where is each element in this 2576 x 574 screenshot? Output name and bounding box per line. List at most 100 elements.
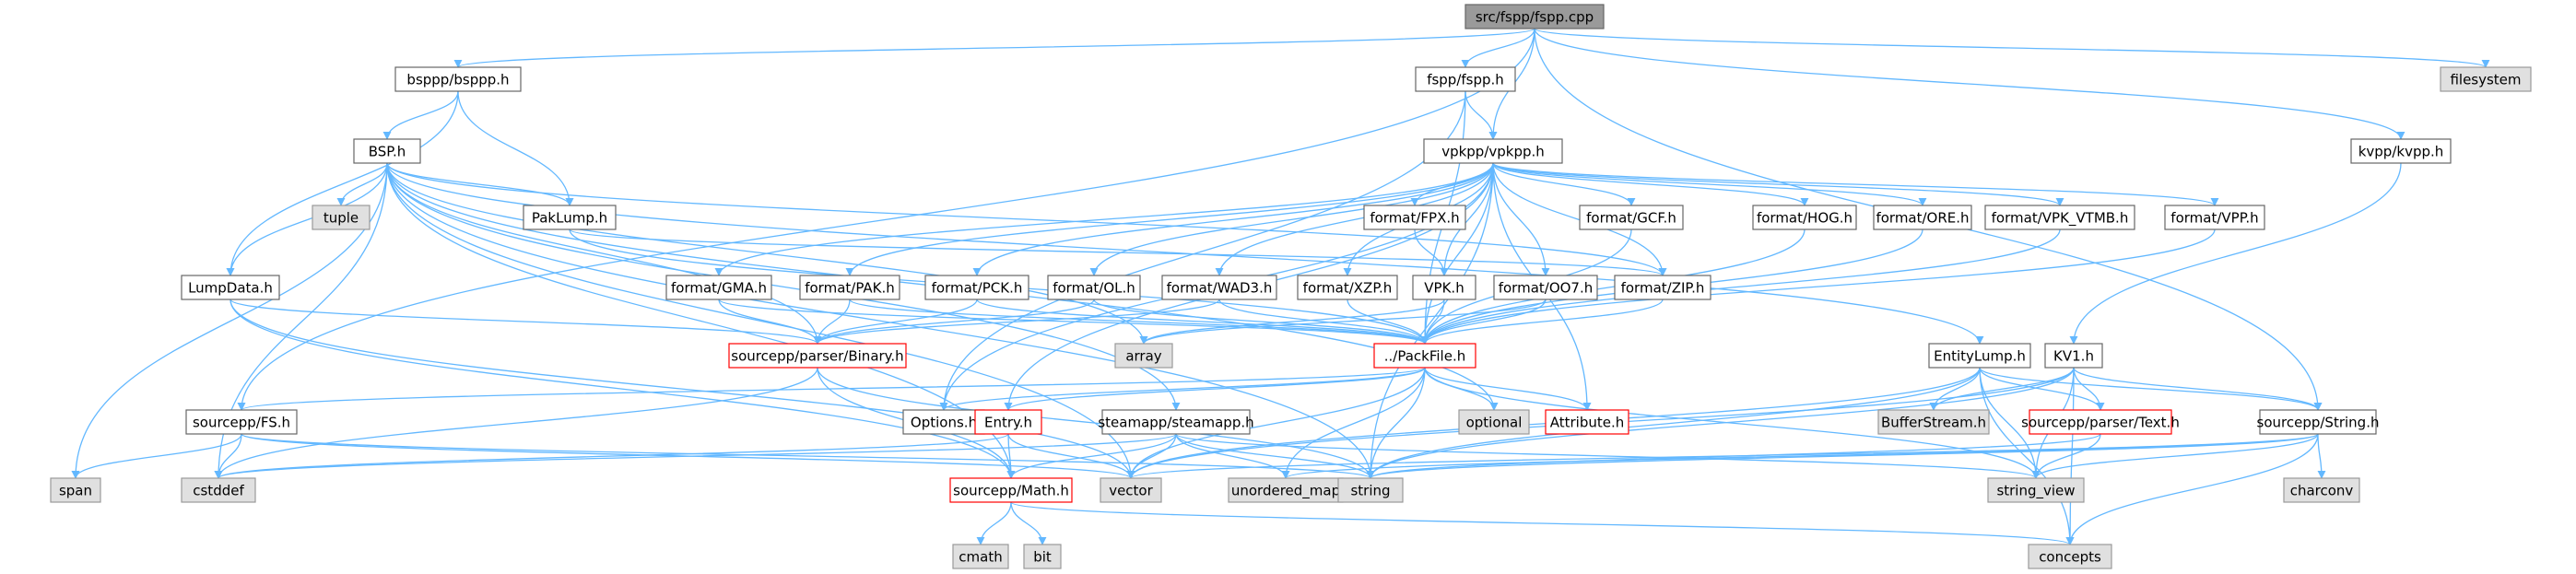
- node-lumpdata-h[interactable]: LumpData.h: [181, 275, 280, 300]
- edge-root-to-filesystem: [1534, 28, 2490, 68]
- node-format-pck-h[interactable]: format/PCK.h: [924, 275, 1029, 300]
- node-box: [1458, 409, 1530, 435]
- node-kvpp-kvpp-h[interactable]: kvpp/kvpp.h: [2350, 138, 2452, 164]
- node-format-vpp-h[interactable]: format/VPP.h: [2164, 205, 2265, 230]
- node-box: [1984, 205, 2135, 230]
- node-sourcepp-fs-h[interactable]: sourcepp/FS.h: [185, 409, 298, 435]
- node-box: [1363, 205, 1466, 230]
- node-filesystem[interactable]: filesystem: [2440, 66, 2532, 92]
- node-format-ore-h[interactable]: format/ORE.h: [1873, 205, 1972, 230]
- node-box: [2259, 409, 2377, 435]
- node-label: format/OL.h: [1053, 280, 1135, 297]
- node-steamapp-steamapp-h[interactable]: steamapp/steamapp.h: [1098, 409, 1254, 435]
- node-format-gma-h[interactable]: format/GMA.h: [665, 275, 772, 300]
- node-box: [1114, 343, 1173, 369]
- node-src-fspp-fspp-cpp[interactable]: src/fspp/fspp.cpp: [1464, 4, 1605, 29]
- node-vector[interactable]: vector: [1100, 477, 1162, 503]
- node-entitylump-h[interactable]: EntityLump.h: [1928, 343, 2031, 369]
- node-box: [312, 205, 371, 230]
- node-concepts[interactable]: concepts: [2028, 544, 2112, 569]
- node-bsp-h[interactable]: BSP.h: [353, 138, 421, 164]
- node-label: KV1.h: [2053, 348, 2094, 365]
- edge-steamapp-to-unordered-map: [1175, 433, 1290, 479]
- edge-pck-to-packfile: [976, 299, 1429, 345]
- node-box: [2350, 138, 2452, 164]
- node-box: [1023, 544, 1062, 569]
- node-options-h[interactable]: Options.h: [902, 409, 985, 435]
- edge-steamapp-to-math: [1006, 433, 1177, 479]
- node-format-pak-h[interactable]: format/PAK.h: [799, 275, 900, 300]
- node-bit[interactable]: bit: [1023, 544, 1062, 569]
- node-vpkpp-vpkpp-h[interactable]: vpkpp/vpkpp.h: [1423, 138, 1563, 164]
- edge-lumpdata-to-vector: [229, 299, 1135, 479]
- node-sourcepp-string-h[interactable]: sourcepp/String.h: [2257, 409, 2380, 435]
- node-label: Options.h: [911, 415, 977, 431]
- node-cmath[interactable]: cmath: [952, 544, 1009, 569]
- edge-bspppbsp-to-paklump: [457, 90, 574, 206]
- node-optional[interactable]: optional: [1458, 409, 1530, 435]
- node-format-gcf-h[interactable]: format/GCF.h: [1579, 205, 1684, 230]
- edge-vpkpp-to-vpp: [1492, 162, 2219, 206]
- edge-bspppbsp-to-bsp: [382, 90, 459, 140]
- edge-vpkpp-to-pak: [845, 162, 1494, 276]
- edge-math-to-concepts: [1010, 501, 2075, 545]
- edge-string-to-vector: [1126, 433, 2319, 479]
- edge-zip-to-packfile: [1420, 299, 1664, 345]
- node-string[interactable]: string: [1337, 477, 1404, 503]
- node-string-view[interactable]: string_view: [1987, 477, 2085, 503]
- node-paklump-h[interactable]: PakLump.h: [523, 205, 617, 230]
- node-label: format/HOG.h: [1757, 210, 1853, 227]
- node-format-hog-h[interactable]: format/HOG.h: [1752, 205, 1857, 230]
- node-box: [1337, 477, 1404, 503]
- node-kv1-h[interactable]: KV1.h: [2044, 343, 2103, 369]
- node-box: [1101, 409, 1251, 435]
- node-span[interactable]: span: [50, 477, 101, 503]
- node-bsppp-bsppp-h[interactable]: bsppp/bsppp.h: [394, 66, 522, 92]
- node-box: [523, 205, 617, 230]
- node-format-fpx-h[interactable]: format/FPX.h: [1363, 205, 1466, 230]
- node-packfile-h[interactable]: ../PackFile.h: [1373, 343, 1476, 369]
- node-format-wad3-h[interactable]: format/WAD3.h: [1161, 275, 1277, 300]
- node-format-vpk-vtmb-h[interactable]: format/VPK_VTMB.h: [1984, 205, 2135, 230]
- node-cstddef[interactable]: cstddef: [181, 477, 256, 503]
- node-unordered-map[interactable]: unordered_map: [1228, 477, 1344, 503]
- edge-vpkpp-to-ore: [1492, 162, 1927, 206]
- edges-layer: [71, 28, 2490, 545]
- edge-kvpp-to-kv1: [2069, 162, 2402, 345]
- edge-vpkpp-to-hog: [1492, 162, 1809, 206]
- node-charconv[interactable]: charconv: [2283, 477, 2360, 503]
- node-box: [799, 275, 900, 300]
- edge-string-to-unordered-map: [1281, 433, 2319, 479]
- node-vpk-h[interactable]: VPK.h: [1412, 275, 1476, 300]
- node-format-ol-h[interactable]: format/OL.h: [1047, 275, 1141, 300]
- node-sourcepp-math-h[interactable]: sourcepp/Math.h: [949, 477, 1073, 503]
- edge-paklump-to-zip: [569, 228, 1667, 276]
- edge-kv1-to-string: [2073, 367, 2323, 411]
- node-format-zip-h[interactable]: format/ZIP.h: [1614, 275, 1711, 300]
- node-label: src/fspp/fspp.cpp: [1476, 9, 1594, 26]
- node-array[interactable]: array: [1114, 343, 1173, 369]
- node-label: unordered_map: [1231, 483, 1340, 500]
- edge-pck-to-binary: [813, 299, 978, 345]
- node-sourcepp-parser-binary-h[interactable]: sourcepp/parser/Binary.h: [728, 343, 907, 369]
- edge-fpx-to-vpkh: [1414, 228, 1449, 276]
- node-box: [1987, 477, 2085, 503]
- node-sourcepp-parser-text-h[interactable]: sourcepp/parser/Text.h: [2021, 409, 2180, 435]
- node-fspp-fspp-h[interactable]: fspp/fspp.h: [1415, 66, 1516, 92]
- node-tuple[interactable]: tuple: [312, 205, 371, 230]
- node-label: bsppp/bsppp.h: [406, 72, 509, 88]
- node-box: [902, 409, 985, 435]
- node-format-oo7-h[interactable]: format/OO7.h: [1493, 275, 1598, 300]
- node-bufferstream-h[interactable]: BufferStream.h: [1877, 409, 1990, 435]
- edge-vpkpp-to-pck: [972, 162, 1494, 276]
- node-label: string_view: [1996, 483, 2075, 500]
- node-format-xzp-h[interactable]: format/XZP.h: [1297, 275, 1398, 300]
- edge-string-to-string-view: [2031, 433, 2319, 479]
- edge-gma-to-binary: [718, 299, 822, 345]
- node-box: [181, 477, 256, 503]
- node-label: sourcepp/FS.h: [193, 415, 290, 431]
- node-box: [1928, 343, 2031, 369]
- node-entry-h[interactable]: Entry.h: [974, 409, 1042, 435]
- node-attribute-h[interactable]: Attribute.h: [1545, 409, 1629, 435]
- node-box: [1493, 275, 1598, 300]
